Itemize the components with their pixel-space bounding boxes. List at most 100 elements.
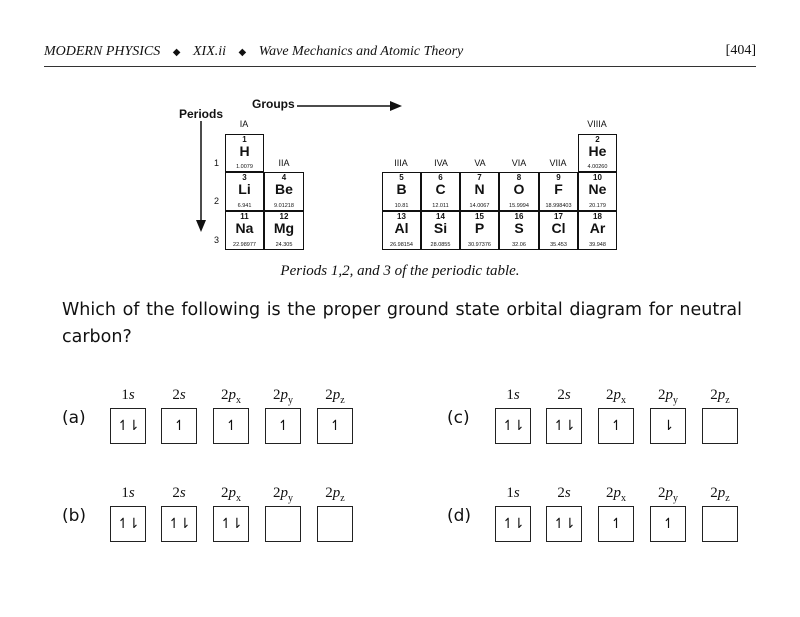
element-cell-Li: 3 Li 6.941 <box>225 172 264 211</box>
atomic-mass: 35.453 <box>550 241 567 248</box>
atomic-mass: 1.0079 <box>236 163 253 170</box>
atomic-number: 10 <box>593 173 602 182</box>
running-head-book: MODERN PHYSICS <box>44 44 161 59</box>
orbital-box <box>702 506 738 542</box>
groups-arrowhead-icon <box>390 101 402 111</box>
element-symbol: C <box>435 181 446 197</box>
orbital-2py: 2py⇂ <box>648 386 688 444</box>
atomic-number: 18 <box>593 212 602 221</box>
element-symbol: H <box>239 143 250 159</box>
orbital-2py: 2py↿ <box>263 386 303 444</box>
group-label-VA: VA <box>474 158 486 168</box>
diamond-icon: ◆ <box>172 47 181 58</box>
orbital-label: 2py <box>658 485 678 504</box>
orbital-label: 1s <box>506 387 520 403</box>
orbital-label: 2px <box>606 387 626 406</box>
element-symbol: Li <box>238 181 251 197</box>
orbital-1s: 1s↿⇂ <box>493 484 533 542</box>
orbital-2py: 2py↿ <box>648 484 688 542</box>
orbital-2px: 2px ↿⇂ <box>211 484 251 542</box>
orbital-2s: 2s↿⇂ <box>544 386 584 444</box>
group-label-IA: IA <box>239 119 249 129</box>
element-symbol: S <box>514 220 524 236</box>
orbital-label: 2py <box>273 387 293 406</box>
element-cell-Al: 13 Al 26.98154 <box>382 211 421 250</box>
group-label-IIIA: IIIA <box>394 158 408 168</box>
figure-caption: Periods 1,2, and 3 of the periodic table… <box>280 263 520 279</box>
atomic-mass: 28.0855 <box>430 241 451 248</box>
orbital-label: 2s <box>172 485 186 501</box>
page-number: [404] <box>725 43 756 58</box>
running-head-section: XIX.ii <box>192 44 227 59</box>
element-symbol: P <box>474 220 485 236</box>
orbital-1s: 1s↿⇂ <box>108 386 148 444</box>
atomic-mass: 4.00260 <box>587 163 608 170</box>
atomic-number: 15 <box>475 212 484 221</box>
element-symbol: Si <box>433 220 448 236</box>
orbital-2pz: 2pz ↿ <box>315 386 355 444</box>
orbital-box: ↿⇂ <box>213 506 249 542</box>
atomic-number: 6 <box>438 173 443 182</box>
choice-a[interactable]: (a) 1s↿⇂ 2s↿ 2px↿ 2py↿ 2pz↿ <box>62 386 362 456</box>
atomic-mass: 22.98977 <box>233 241 256 248</box>
orbital-2pz: 2pz <box>700 386 740 444</box>
orbital-label: 2px <box>221 485 241 504</box>
orbital-box: ↿ <box>598 408 634 444</box>
period-number-3: 3 <box>214 235 220 245</box>
choice-b[interactable]: (b) 1s↿⇂ 2s↿⇂ 2px↿⇂ 2py 2pz <box>62 484 362 554</box>
orbital-1s: 1s ↿⇂ <box>108 484 148 542</box>
atomic-mass: 15.9994 <box>509 202 529 209</box>
element-cell-O: 8 O 15.9994 <box>499 172 539 211</box>
atomic-mass: 12.011 <box>432 202 449 209</box>
orbital-2px: 2px↿ <box>596 484 636 542</box>
atomic-number: 8 <box>516 173 522 182</box>
orbital-box: ↿⇂ <box>495 506 531 542</box>
element-symbol: Al <box>394 220 409 236</box>
atomic-mass: 20.179 <box>589 202 606 209</box>
orbital-label: 2pz <box>325 387 345 406</box>
periods-arrowhead-icon <box>196 220 206 232</box>
orbital-2px: 2px↿ <box>211 386 251 444</box>
choice-c[interactable]: (c) 1s↿⇂ 2s↿⇂ 2px↿ 2py⇂ 2pz <box>447 386 747 456</box>
period-number-1: 1 <box>214 158 220 168</box>
element-cell-P: 15 P 30.97376 <box>460 211 499 250</box>
element-symbol: F <box>554 181 563 197</box>
orbital-label: 2px <box>221 387 241 406</box>
atomic-mass: 10.81 <box>394 202 409 209</box>
atomic-number: 12 <box>279 212 289 221</box>
element-cell-Mg: 12 Mg 24.305 <box>264 211 304 250</box>
orbital-2pz: 2pz <box>700 484 740 542</box>
question-text: Which of the following is the proper gro… <box>62 300 742 347</box>
orbital-box: ↿⇂ <box>495 408 531 444</box>
orbital-box: ↿ <box>317 408 353 444</box>
orbital-label: 1s <box>121 485 135 501</box>
diamond-icon: ◆ <box>238 47 247 58</box>
orbital-box: ↿⇂ <box>110 506 146 542</box>
orbital-box: ⇂ <box>650 408 686 444</box>
figure-arrows <box>196 101 402 232</box>
element-cell-F: 9 F 18.998403 <box>539 172 578 211</box>
atomic-mass: 26.98154 <box>390 241 413 248</box>
atomic-mass: 32.06 <box>512 241 526 248</box>
atomic-number: 14 <box>436 212 445 221</box>
orbital-box: ↿ <box>161 408 197 444</box>
element-cell-He: 2 He 4.00260 <box>578 134 617 172</box>
orbital-box <box>702 408 738 444</box>
groups-label: Groups <box>252 97 295 111</box>
orbital-box: ↿⇂ <box>546 506 582 542</box>
periods-label: Periods <box>179 107 224 121</box>
orbital-label: 2pz <box>710 485 730 504</box>
choice-d[interactable]: (d) 1s↿⇂ 2s↿⇂ 2px↿ 2py↿ 2pz <box>447 484 747 554</box>
element-symbol: N <box>474 181 485 197</box>
atomic-mass: 6.941 <box>237 202 252 209</box>
atomic-number: 13 <box>397 212 406 221</box>
orbital-1s: 1s ↿⇂ <box>493 386 533 444</box>
atomic-number: 2 <box>595 135 600 144</box>
orbital-box: ↿⇂ <box>110 408 146 444</box>
element-symbol: Na <box>235 220 254 236</box>
element-cell-S: 16 S 32.06 <box>499 211 539 250</box>
element-cell-H: 1 H 1.0079 <box>225 134 264 172</box>
choice-letter: (d) <box>447 506 472 526</box>
atomic-number: 9 <box>556 173 561 182</box>
atomic-number: 1 <box>242 135 247 144</box>
